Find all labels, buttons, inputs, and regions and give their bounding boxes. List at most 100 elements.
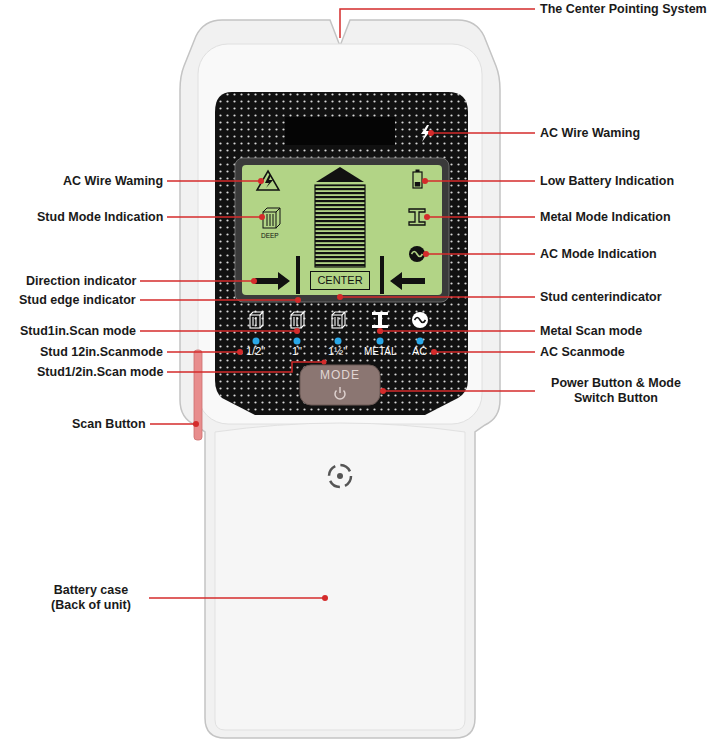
- sensor-window: [285, 117, 395, 145]
- leader-dot: [380, 388, 386, 394]
- leader-line: [427, 216, 535, 218]
- device-housing: [180, 20, 500, 738]
- led: [294, 338, 301, 345]
- lcd-screen: [242, 165, 442, 295]
- stud-grain: [267, 214, 273, 226]
- stud-deep-icon: [332, 312, 345, 328]
- node-text: CENTER: [311, 273, 369, 288]
- edge-bar-left: [296, 256, 300, 294]
- leader-dot: [237, 349, 243, 355]
- leader-line: [167, 351, 240, 353]
- leader-dot: [377, 328, 383, 334]
- leader-dot: [337, 294, 343, 300]
- scan-button: [194, 350, 202, 440]
- mode-button-label: MODE: [300, 365, 380, 405]
- mode-label: 1½": [328, 345, 347, 358]
- right-arrow: [255, 272, 290, 290]
- callout-label: Metal Mode Indication: [540, 210, 671, 225]
- leader-line: [150, 423, 196, 425]
- leader-line: [431, 132, 535, 134]
- mode-icons: [250, 312, 345, 328]
- leader-line: [380, 330, 535, 332]
- battery-cap: [416, 170, 420, 173]
- ac-mode-wave: [415, 318, 426, 323]
- leader-dot: [424, 214, 430, 220]
- handle-face: [215, 423, 465, 730]
- leader-line: [383, 390, 535, 392]
- warning-triangle: [257, 171, 279, 190]
- mode-label: 1": [292, 345, 302, 358]
- mode-label: AC: [412, 345, 427, 358]
- battery-icon: [413, 172, 422, 188]
- leader-dot: [322, 360, 327, 365]
- callout-label: Stud 12in.Scanmode: [40, 345, 163, 360]
- leader-line: [149, 597, 325, 599]
- power-symbol-bar: [339, 387, 341, 393]
- leader-dot: [258, 178, 264, 184]
- warning-bolt: [265, 175, 273, 188]
- leader-dot: [422, 178, 428, 184]
- buzzer-center: [337, 473, 343, 479]
- leader-dot: [322, 595, 328, 601]
- stud-front: [263, 212, 276, 228]
- leader-line: [140, 280, 254, 282]
- callout-label: The Center Pointing System: [540, 2, 707, 17]
- led: [335, 338, 342, 345]
- leader-line: [425, 180, 535, 182]
- leader-line: [434, 351, 535, 353]
- lcd-bezel: [235, 158, 449, 302]
- leader-lines: [140, 9, 535, 598]
- leader-dots: [193, 130, 437, 601]
- mode-leds: [253, 338, 424, 345]
- leader-dot: [423, 251, 429, 257]
- callout-label: Stud1/2in.Scan mode: [37, 365, 163, 380]
- callout-label: AC Wire Waming: [63, 174, 163, 189]
- battery-level: [415, 182, 420, 187]
- lcd-text: DEEP: [261, 232, 279, 240]
- signal-bars: [315, 185, 365, 267]
- ac-icon: [409, 246, 425, 262]
- leader-line: [167, 216, 262, 218]
- stud-one-icon: [291, 312, 304, 328]
- leader-line: [140, 299, 298, 301]
- led: [377, 338, 384, 345]
- leader-line: [426, 253, 535, 255]
- callout-label: AC Scanmode: [540, 345, 625, 360]
- icon-edges: [291, 312, 304, 328]
- stud-half-icon: [250, 312, 263, 328]
- icon-edges: [332, 312, 345, 328]
- callout-label: Stud edge indicator: [19, 293, 136, 308]
- center-indicator-box: CENTER: [310, 271, 370, 290]
- callout-label: Battery case (Back of unit): [37, 583, 145, 613]
- leader-line: [140, 330, 297, 332]
- edge-bar-right: [380, 256, 384, 294]
- stud-edges: [263, 208, 280, 228]
- led: [253, 338, 260, 345]
- ac-wave: [412, 252, 423, 257]
- leader-dot: [431, 349, 437, 355]
- icon-front: [250, 315, 260, 328]
- callout-label: AC Mode Indication: [540, 247, 657, 262]
- mode-label: 1/2": [246, 345, 265, 358]
- led: [417, 338, 424, 345]
- callout-label: Stud Mode Indication: [37, 210, 163, 225]
- leader-line: [167, 180, 261, 182]
- left-arrow: [390, 272, 425, 290]
- leader-line: [167, 362, 324, 372]
- callout-label: Stud1in.Scan mode: [20, 324, 136, 339]
- callout-label: Scan Button: [72, 417, 146, 432]
- icon-front: [332, 315, 342, 328]
- callout-label: Stud centerindicator: [540, 290, 662, 305]
- metal-icon: [409, 209, 425, 225]
- up-arrow: [316, 167, 364, 182]
- callout-label: Low Battery Indication: [540, 174, 674, 189]
- mode-label: METAL: [364, 346, 397, 358]
- icon-front: [291, 315, 301, 328]
- leader-dot: [294, 328, 300, 334]
- callout-label: Metal Scan mode: [540, 324, 642, 339]
- callout-label: AC Wire Waming: [540, 126, 640, 141]
- ac-mode-icon: [412, 312, 428, 328]
- leader-line: [340, 9, 535, 38]
- buzzer-ring: [329, 465, 351, 487]
